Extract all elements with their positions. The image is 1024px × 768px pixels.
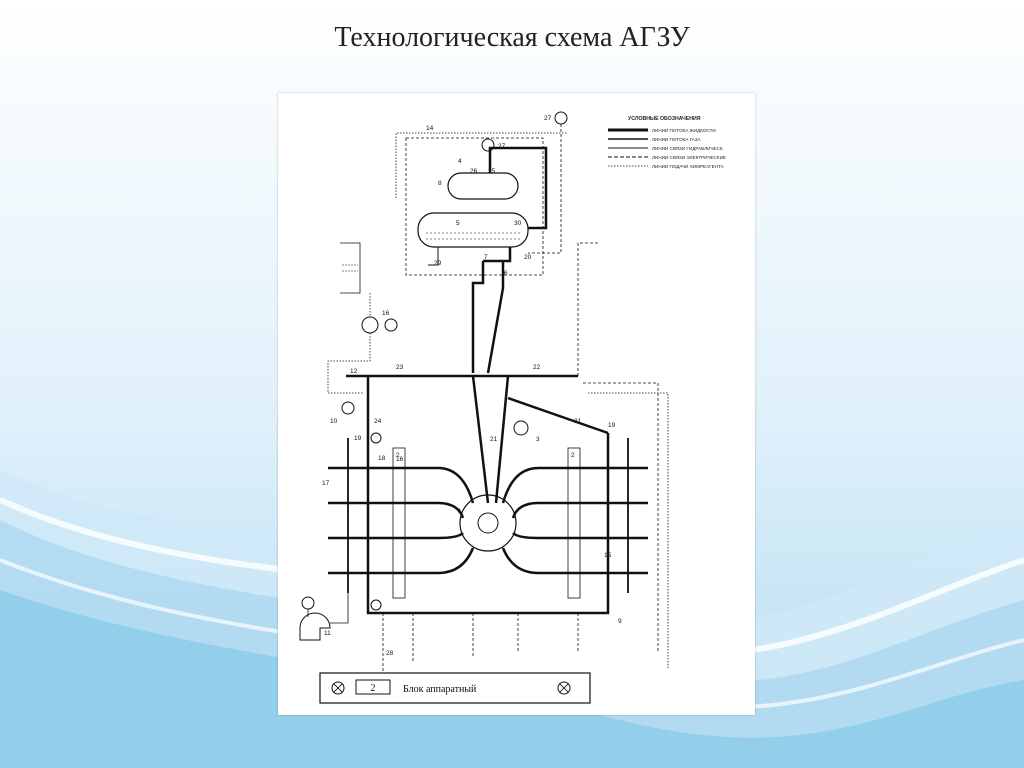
label-12: 12	[350, 368, 358, 375]
label-21: 21	[490, 436, 498, 443]
gas-separator-vessel	[447, 172, 519, 200]
legend-item: ЛИНИИ ПОТОКА ГАЗА	[652, 137, 702, 142]
legend-item: ЛИНИИ СВЯЗИ ЭЛЕКТРИЧЕСКИЕ	[652, 155, 726, 160]
motor-icon	[384, 318, 398, 332]
blower-and-cables	[299, 593, 579, 673]
label-23: 23	[396, 364, 404, 371]
chemical-dosing	[327, 242, 398, 394]
check-valve-icon	[370, 432, 382, 444]
label-4: 4	[458, 158, 462, 165]
block-number: 2	[371, 683, 376, 694]
label-9: 9	[618, 618, 622, 625]
label-2: 2	[396, 452, 400, 459]
legend-item: ЛИНИИ ПОДАЧИ ХИМРЕАГЕНТА	[652, 164, 725, 169]
label-18: 18	[378, 455, 386, 462]
check-valve-icon	[370, 599, 382, 611]
diagram-sheet: УСЛОВНЫЕ ОБОЗНАЧЕНИЯ ЛИНИИ ПОТОКА ЖИДКОС…	[278, 93, 755, 715]
label-30: 30	[514, 220, 522, 227]
legend-item: ЛИНИИ ПОТОКА ЖИДКОСТИ	[652, 128, 716, 133]
pressure-gauge-icon	[481, 138, 495, 152]
label-27: 27	[544, 115, 552, 122]
label-27: 27	[498, 143, 506, 150]
fan-icon	[299, 612, 331, 641]
label-16: 16	[382, 310, 390, 317]
label-22: 22	[533, 364, 541, 371]
label-24: 24	[374, 418, 382, 425]
label-2: 2	[571, 452, 575, 459]
pressure-gauge-icon	[341, 401, 355, 415]
manifold-left	[392, 447, 406, 599]
lamp-icon	[331, 681, 345, 695]
label-11: 11	[324, 630, 331, 637]
label-26: 26	[470, 168, 478, 175]
label-14: 14	[426, 125, 434, 132]
legend: УСЛОВНЫЕ ОБОЗНАЧЕНИЯ ЛИНИИ ПОТОКА ЖИДКОС…	[608, 116, 726, 169]
pressure-gauge-icon	[554, 111, 568, 125]
lamp-icon	[557, 681, 571, 695]
wave-band	[0, 590, 1024, 768]
block-label: Блок аппаратный	[403, 684, 477, 695]
main-collector	[341, 242, 669, 668]
label-31: 31	[574, 418, 582, 425]
label-1: 1	[458, 508, 462, 515]
liquid-separator-vessel	[417, 212, 529, 248]
label-25: 25	[488, 168, 496, 175]
number-labels: 14 27 27 4 26 25 8 5 30 29 7 6 20 16 12 …	[322, 115, 622, 657]
label-17: 17	[322, 480, 330, 487]
label-19: 19	[354, 435, 362, 442]
label-16: 16	[396, 456, 404, 463]
label-7: 7	[484, 254, 488, 261]
switching-unit	[328, 420, 648, 611]
label-29: 29	[434, 260, 442, 267]
label-28: 28	[386, 650, 394, 657]
separator-unit	[395, 111, 568, 374]
actuator-icon	[513, 420, 529, 436]
apparatus-block: 2 Блок аппаратный	[319, 672, 591, 704]
process-scheme: УСЛОВНЫЕ ОБОЗНАЧЕНИЯ ЛИНИИ ПОТОКА ЖИДКОС…	[299, 111, 726, 704]
label-5: 5	[456, 220, 460, 227]
label-6: 6	[504, 270, 508, 277]
label-15: 15	[604, 552, 612, 559]
label-3: 3	[536, 436, 540, 443]
slide-title: Технологическая схема АГЗУ	[334, 22, 690, 53]
label-8: 8	[438, 180, 442, 187]
label-10: 10	[330, 418, 338, 425]
legend-item: ЛИНИИ СВЯЗИ ГИДРАВЛИЧЕСК.	[652, 146, 724, 151]
manifold-right	[567, 447, 581, 599]
dosing-pump-icon	[361, 316, 379, 334]
label-19: 19	[608, 422, 616, 429]
label-20: 20	[524, 254, 532, 261]
multiway-switch	[459, 494, 517, 552]
motor-icon	[301, 596, 315, 610]
legend-heading: УСЛОВНЫЕ ОБОЗНАЧЕНИЯ	[628, 116, 701, 122]
